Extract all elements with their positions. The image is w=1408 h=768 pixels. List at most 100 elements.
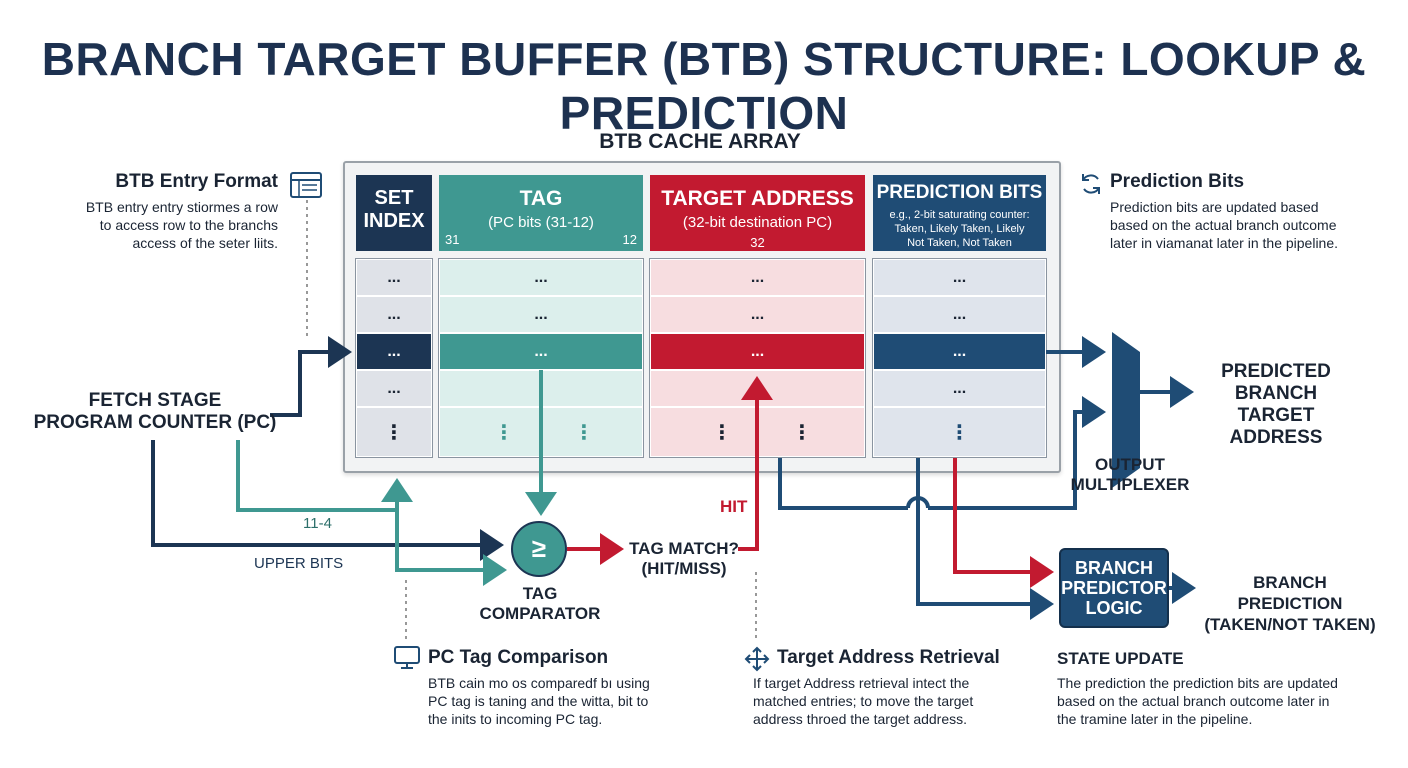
set-cell: ... xyxy=(356,370,432,407)
bpl-line-1: BRANCH xyxy=(1075,558,1153,578)
pred-cell-selected: ... xyxy=(873,333,1046,370)
pred-label: PREDICTION BITS xyxy=(876,182,1043,203)
table-icon xyxy=(290,172,322,198)
target-retrieval-heading: Target Address Retrieval xyxy=(777,647,1000,668)
upper-bits-label: UPPER BITS xyxy=(254,555,344,572)
tag-match-line-2: (HIT/MISS) xyxy=(641,559,727,578)
target-sub: (32-bit destination PC) xyxy=(682,214,833,231)
comparator-label: TAG COMPARATOR xyxy=(470,584,610,624)
target-retrieval-line-3: address throed the target address. xyxy=(753,711,968,727)
state-update-heading: STATE UPDATE xyxy=(1057,649,1184,668)
entry-format-line-1: BTB entry entry stiormes a row xyxy=(85,199,278,215)
fetch-line-1: FETCH STAGE xyxy=(88,390,222,411)
target-vdots-left: ⋮ xyxy=(712,422,732,444)
tag-bit-right: 12 xyxy=(622,232,637,247)
tag-vdots-left: ⋮ xyxy=(494,422,514,444)
pc-tag-line-2: PC tag is taning and the witta, bit to xyxy=(428,693,649,709)
pred-cell-more: ⋮ xyxy=(873,407,1046,457)
pred-sub-2: Taken, Likely Taken, Likely xyxy=(894,223,1025,235)
bits-11-4-label: 11-4 xyxy=(303,515,332,532)
pred-to-bpl-arrow xyxy=(916,458,1054,620)
state-update-line-2: based on the actual branch outcome later… xyxy=(1057,693,1330,709)
bpl-line-3: LOGIC xyxy=(1085,598,1143,618)
target-address-header: TARGET ADDRESS (32-bit destination PC) 3… xyxy=(650,175,865,251)
tag-cell: ... xyxy=(439,259,643,296)
target-to-bpl-arrow xyxy=(953,458,1054,588)
predicted-line-3: ADDRESS xyxy=(1229,427,1323,448)
entry-format-heading: BTB Entry Format xyxy=(115,171,278,192)
prediction-note-line-3: later in viamanat later in the pipeline. xyxy=(1110,235,1339,251)
fetch-stage-label: FETCH STAGE PROGRAM COUNTER (PC) xyxy=(30,390,280,434)
pc-tag-heading: PC Tag Comparison xyxy=(428,647,609,668)
comparator-symbol: ≥ xyxy=(531,533,547,563)
branch-predictor-logic: BRANCH PREDICTOR LOGIC xyxy=(1059,548,1169,628)
state-update-body: The prediction the prediction bits are u… xyxy=(1057,674,1387,728)
set-index-label-2: INDEX xyxy=(363,210,425,232)
set-column xyxy=(355,258,433,458)
output-multiplexer xyxy=(1112,332,1140,488)
entry-format-body: BTB entry entry stiormes a row to access… xyxy=(40,198,278,252)
prediction-note-line-2: based on the actual branch outcome xyxy=(1110,217,1337,233)
set-index-label-1: SET xyxy=(374,187,414,209)
pc-tag-line-1: BTB cain mo os comparedf bı using xyxy=(428,675,650,691)
entry-format-line-2: to access row to the branchs xyxy=(99,217,278,233)
tag-sub: (PC bits (31-12) xyxy=(488,214,594,231)
tag-label: TAG xyxy=(519,187,563,210)
output-mux-line-1: OUTPUT xyxy=(1095,455,1165,474)
tag-cell: ... xyxy=(439,296,643,333)
pc-to-set-arrow xyxy=(270,336,352,417)
tag-comparator xyxy=(511,521,567,577)
pc-tag-body: BTB cain mo os comparedf bı using PC tag… xyxy=(428,674,688,728)
set-cell-more: ⋮ xyxy=(356,407,432,457)
index-bits-arrow xyxy=(236,440,413,512)
output-mux-line-2: MULTIPLEXER xyxy=(1070,475,1190,494)
mux-lower-path-b xyxy=(928,396,1106,510)
pred-cell: ... xyxy=(873,370,1046,407)
state-update-line-3: the tramine later in the pipeline. xyxy=(1057,711,1253,727)
pred-cell: ... xyxy=(873,296,1046,333)
prediction-note-heading: Prediction Bits xyxy=(1110,171,1245,192)
target-bits: 32 xyxy=(750,235,765,250)
move-icon xyxy=(744,646,770,672)
tag-to-comparator-arrow xyxy=(395,510,507,586)
target-retrieval-body: If target Address retrieval intect the m… xyxy=(753,674,1023,728)
prediction-bits-header: PREDICTION BITS e.g., 2-bit saturating c… xyxy=(873,175,1046,251)
fetch-line-2: PROGRAM COUNTER (PC) xyxy=(33,412,277,433)
comparator-line-1: TAG xyxy=(522,584,558,603)
hit-label: HIT xyxy=(720,497,748,516)
tag-vdots-right: ⋮ xyxy=(574,422,594,444)
predicted-line-1: PREDICTED xyxy=(1221,361,1331,382)
target-cell: ... xyxy=(650,296,865,333)
refresh-icon xyxy=(1082,174,1100,194)
pred-sub-1: e.g., 2-bit saturating counter: xyxy=(889,209,1030,221)
branch-prediction-label: BRANCH PREDICTION (TAKEN/NOT TAKEN) xyxy=(1200,572,1380,635)
branch-pred-line-2: (TAKEN/NOT TAKEN) xyxy=(1204,615,1376,634)
target-retrieval-line-2: matched entries; to move the target xyxy=(753,693,974,709)
set-cell: ... xyxy=(356,296,432,333)
predicted-target-label: PREDICTED BRANCH TARGET ADDRESS xyxy=(1196,361,1356,449)
tag-bit-left: 31 xyxy=(445,232,460,247)
entry-format-line-3: access of the seter liits. xyxy=(132,235,278,251)
tag-cell-selected: ... xyxy=(439,333,643,370)
output-mux-label: OUTPUT MULTIPLEXER xyxy=(1070,455,1190,495)
prediction-note-body: Prediction bits are updated based based … xyxy=(1110,198,1390,252)
mux-lower-path-a xyxy=(778,458,908,510)
monitor-icon xyxy=(394,646,420,669)
set-cell-selected: ... xyxy=(356,333,432,370)
array-title: BTB CACHE ARRAY xyxy=(599,130,801,153)
branch-pred-line-1: BRANCH PREDICTION xyxy=(1237,573,1343,613)
page-title: BRANCH TARGET BUFFER (BTB) STRUCTURE: LO… xyxy=(41,33,1367,139)
target-vdots-right: ⋮ xyxy=(792,422,812,444)
pc-tag-line-3: the inits to incoming PC tag. xyxy=(428,711,603,727)
state-update-line-1: The prediction the prediction bits are u… xyxy=(1057,675,1338,691)
tag-match-label: TAG MATCH? (HIT/MISS) xyxy=(626,539,742,579)
target-cell: ... xyxy=(650,259,865,296)
prediction-note-line-1: Prediction bits are updated based xyxy=(1110,199,1319,215)
tag-header: TAG (PC bits (31-12) 31 12 xyxy=(439,175,643,251)
pred-sub-3: Not Taken, Not Taken xyxy=(907,237,1012,249)
pred-cell: ... xyxy=(873,259,1046,296)
set-cell: ... xyxy=(356,259,432,296)
set-index-header: SET INDEX xyxy=(356,175,432,251)
upper-bits-arrow xyxy=(151,440,504,561)
